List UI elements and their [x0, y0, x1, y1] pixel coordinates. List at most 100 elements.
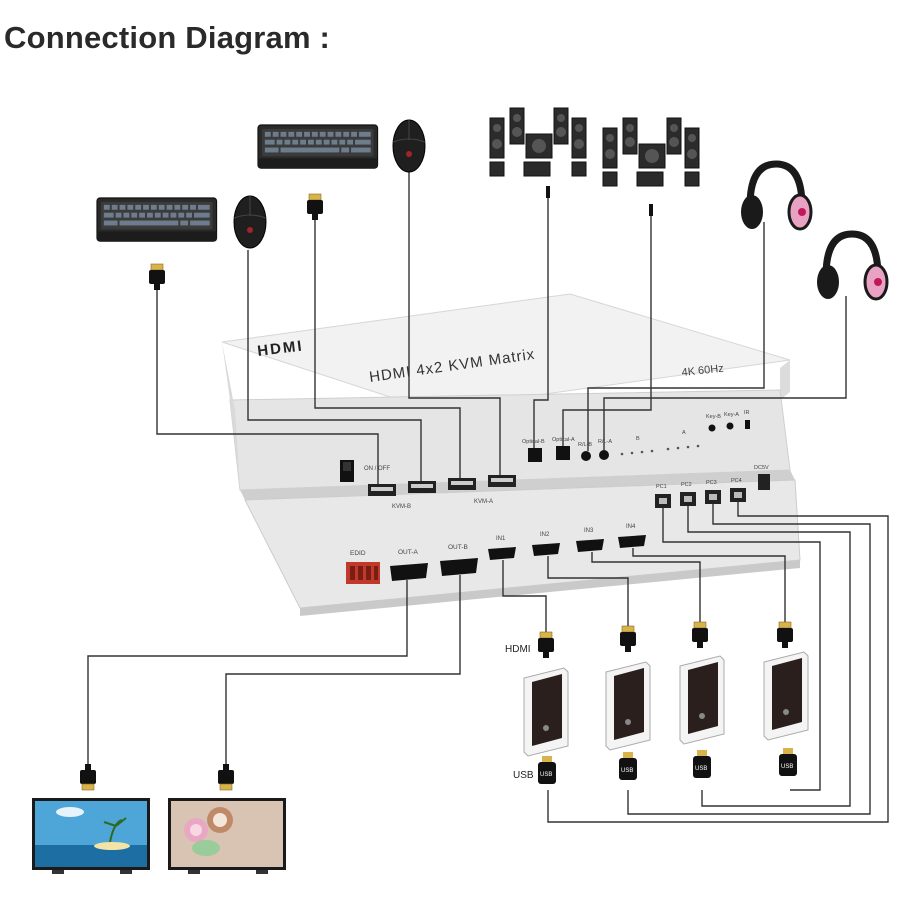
usb-port-kvm-a-2[interactable] [488, 475, 516, 487]
usb-port-kvm-b-1[interactable] [368, 484, 396, 496]
pc4-usb-plug: USB [779, 748, 797, 776]
cable-in1 [502, 560, 547, 632]
cable-pc4-usb [547, 502, 889, 823]
cable-in4 [632, 548, 786, 622]
key-a-button[interactable] [726, 422, 734, 430]
rl-b-jack[interactable] [581, 451, 591, 461]
pc3-usb-port[interactable] [705, 490, 721, 504]
cable-pc3-usb [627, 504, 871, 815]
cable-pc2-usb [687, 506, 851, 807]
pc2-usb-plug: USB [619, 752, 637, 780]
dc-in-label: DC5V [754, 465, 769, 471]
cable-optical-b [533, 188, 549, 448]
cable-keyboard-a [314, 220, 461, 478]
power-label: ON / OFF [364, 466, 390, 472]
pc3-usb-plug: USB [693, 750, 711, 778]
pc4-usb-port[interactable] [730, 488, 746, 502]
mouse-b [233, 195, 267, 249]
ir-label: IR [744, 410, 750, 416]
cables [87, 172, 889, 823]
key-a-label: Key-A [724, 412, 739, 418]
in4-label: IN4 [626, 524, 636, 530]
key-b-button[interactable] [708, 424, 716, 432]
headphones-b [741, 164, 811, 229]
diagram-title: Connection Diagram : [4, 20, 331, 55]
cable-in3 [591, 552, 701, 622]
pc2-label: PC2 [681, 482, 692, 488]
dc-in-port[interactable] [758, 474, 770, 490]
display-b-plug [217, 763, 235, 791]
speakers-a [602, 117, 700, 187]
in2-label: IN2 [540, 532, 550, 538]
pc4-label: PC4 [731, 478, 742, 484]
out-a-port[interactable] [390, 563, 428, 581]
pc4-hdmi-plug [776, 621, 794, 649]
out-a-label: OUT-A [398, 549, 419, 556]
hdmi-logo: HDMI [256, 337, 304, 360]
in3-port[interactable] [576, 539, 604, 552]
rl-a-label: R/L-A [598, 439, 612, 445]
in4-port[interactable] [618, 535, 646, 548]
pc-3 [679, 655, 725, 745]
pc3-usb-plug-label: USB [695, 766, 707, 772]
device-resolution: 4K 60Hz [681, 363, 724, 379]
speakers-b [489, 107, 587, 177]
display-b [168, 798, 286, 874]
optical-b-port[interactable] [528, 448, 542, 462]
pc1-usb-port[interactable] [655, 494, 671, 508]
pc2-hdmi-plug [619, 625, 637, 653]
pc-2 [605, 661, 651, 751]
hdmi-cable-label: HDMI [505, 644, 531, 655]
usb-port-kvm-b-2[interactable] [408, 481, 436, 493]
rl-a-jack[interactable] [599, 450, 609, 460]
pc2-usb-plug-label: USB [621, 768, 633, 774]
cable-out-a [87, 580, 408, 770]
display-a-plug [79, 763, 97, 791]
key-b-label: Key-B [706, 414, 721, 420]
mouse-a [392, 119, 426, 173]
pc4-usb-plug-label: USB [781, 764, 793, 770]
cable-mouse-b [247, 250, 422, 481]
optical-a-port[interactable] [556, 446, 570, 460]
ir-sensor [745, 420, 750, 429]
edid-label: EDID [350, 550, 366, 557]
usb-group-a-label: KVM-A [474, 499, 493, 505]
pc-4 [763, 651, 809, 741]
pc1-usb-plug-label: USB [540, 772, 552, 778]
usb-cable-label: USB [513, 770, 534, 781]
pc1-hdmi-plug [537, 631, 555, 659]
out-b-port[interactable] [440, 558, 478, 576]
cable-keyboard-b [156, 288, 379, 484]
in1-label: IN1 [496, 536, 506, 542]
pc1-label: PC1 [656, 484, 667, 490]
pc3-label: PC3 [706, 480, 717, 486]
rl-b-label: R/L-B [578, 442, 592, 448]
cable-headphone-b [587, 222, 765, 451]
usb-group-b-label: KVM-B [392, 504, 411, 510]
pc-ports: PC1 PC2 PC3 PC4 [655, 478, 746, 508]
cable-optical-a [562, 206, 652, 446]
in3-label: IN3 [584, 528, 594, 534]
pc-1 [523, 667, 569, 757]
pc3-hdmi-plug [691, 621, 709, 649]
in2-port[interactable] [532, 543, 560, 556]
cable-headphone-a [603, 296, 847, 450]
headphones-a [817, 234, 887, 299]
led-group-b-label: B [636, 436, 640, 442]
keyboard-b-plug [148, 263, 166, 291]
cable-out-b [225, 575, 461, 770]
kvm-matrix-device: HDMI HDMI 4x2 KVM Matrix 4K 60Hz ON / OF… [221, 293, 801, 616]
out-b-label: OUT-B [448, 544, 468, 551]
cable-pc1-usb [662, 508, 821, 791]
cable-mouse-a [408, 172, 501, 475]
in1-port[interactable] [488, 547, 516, 560]
pc2-usb-port[interactable] [680, 492, 696, 506]
keyboard-a [257, 124, 379, 169]
keyboard-a-plug [306, 193, 324, 221]
led-group-a-label: A [682, 430, 686, 436]
usb-port-kvm-a-1[interactable] [448, 478, 476, 490]
display-a [32, 798, 150, 874]
keyboard-b [96, 197, 218, 242]
pc1-usb-plug: USB [538, 756, 556, 784]
